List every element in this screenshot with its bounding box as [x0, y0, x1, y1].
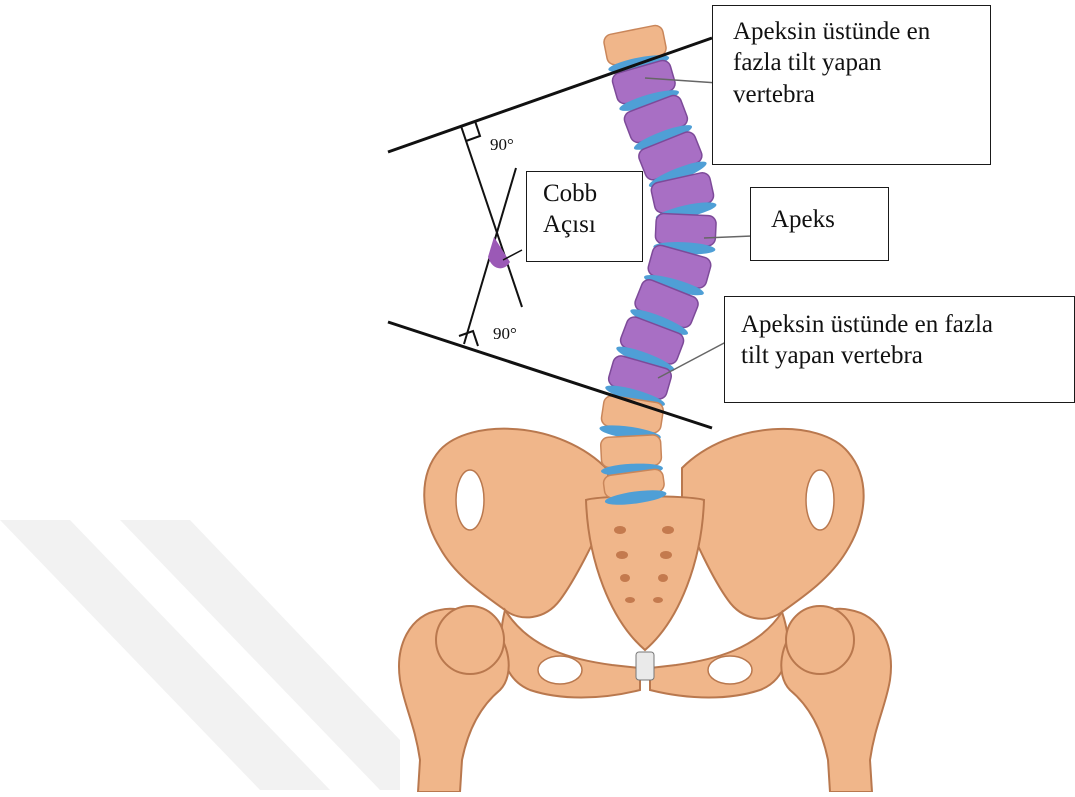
label-cobb-line-2: Açısı: [543, 209, 642, 240]
label-top-vertebra-line-1: Apeksin üstünde en: [733, 16, 978, 47]
angle-mark-bottom: 90°: [493, 324, 517, 343]
watermark: [0, 520, 400, 790]
spine: [599, 24, 718, 507]
label-apex-line-1: Apeks: [771, 204, 888, 235]
label-cobb-line-1: Cobb: [543, 178, 642, 209]
label-top-vertebra: Apeksin üstünde en fazla tilt yapan vert…: [712, 5, 991, 165]
angle-mark-top: 90°: [490, 135, 514, 154]
label-bottom-vertebra: Apeksin üstünde en fazla tilt yapan vert…: [724, 296, 1075, 403]
vertebra-body: [600, 435, 661, 468]
label-bottom-vertebra-line-1: Apeksin üstünde en fazla: [741, 309, 1074, 340]
vertebra-body: [655, 213, 716, 246]
perpendicular-lines: [459, 121, 522, 346]
cobb-angle-mark: [488, 237, 522, 268]
label-top-vertebra-line-2: fazla tilt yapan: [733, 47, 978, 78]
label-apex: Apeks: [750, 187, 889, 261]
label-bottom-vertebra-line-2: tilt yapan vertebra: [741, 340, 1074, 371]
pubic-symphysis: [636, 652, 654, 680]
label-cobb-angle: Cobb Açısı: [526, 171, 643, 262]
label-top-vertebra-line-3: vertebra: [733, 79, 978, 110]
